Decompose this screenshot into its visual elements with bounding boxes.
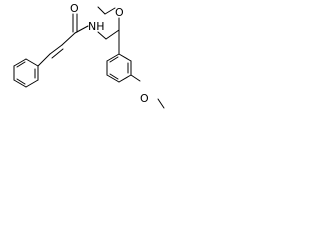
ethoxy-group (97, 6, 116, 15)
methoxy-group (130, 74, 165, 109)
amide-group (72, 13, 89, 34)
ether-oxygen-label: O (115, 6, 124, 19)
amide-nitrogen-label: NH (88, 20, 105, 33)
phenyl-ring (13, 58, 39, 88)
methoxyphenyl-ring (106, 53, 132, 83)
vinyl-linker (37, 32, 76, 67)
methoxy-oxygen-label: O (140, 92, 149, 105)
carbonyl-oxygen-label: O (70, 2, 79, 15)
ethyl-chain (97, 17, 120, 55)
cinnamamide-structure-diagram: O NH O O (13, 2, 165, 109)
